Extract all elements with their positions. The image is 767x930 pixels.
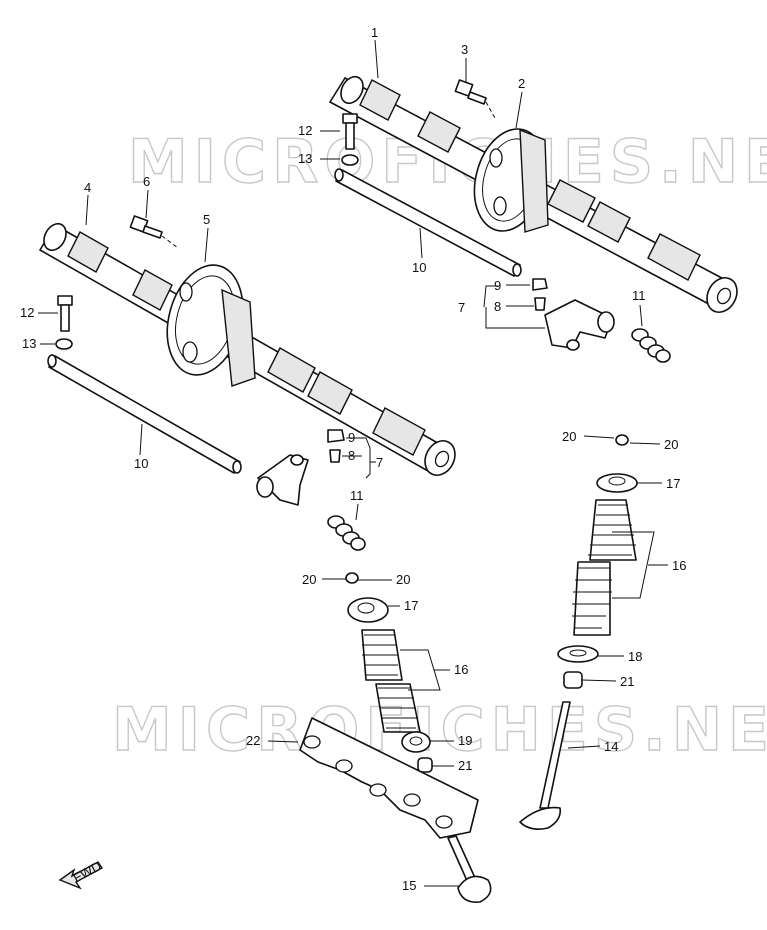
callout-11-upper: 11 — [632, 288, 646, 303]
callout-19: 19 — [458, 733, 472, 748]
rocker-arm-upper — [544, 299, 615, 351]
cam-sprocket-lower — [166, 264, 256, 387]
spring-item-11-upper — [631, 328, 671, 363]
callout-17-left: 17 — [404, 598, 418, 613]
valve-seal-item-21-right — [563, 671, 583, 689]
callout-9-upper: 9 — [494, 278, 501, 293]
callout-22: 22 — [246, 733, 260, 748]
callout-13-upper: 13 — [298, 151, 312, 166]
spring-seat-item-18 — [557, 645, 599, 663]
callout-13-lower: 13 — [22, 336, 36, 351]
callout-2: 2 — [518, 76, 525, 91]
bolt-item-3 — [454, 79, 497, 121]
watermark-bottom: MICROFICHES.NET — [112, 695, 767, 765]
screw-item-8-upper — [534, 297, 546, 311]
callout-14: 14 — [604, 739, 618, 754]
callout-5: 5 — [203, 212, 210, 227]
nut-item-9-upper — [532, 278, 548, 291]
cotter-item-20-left — [345, 572, 359, 584]
callout-7-upper: 7 — [458, 300, 465, 315]
callout-8-lower: 8 — [348, 448, 355, 463]
valve-spring-item-16-right — [572, 499, 637, 636]
callouts: 1 2 3 4 5 6 7 7 8 8 9 9 10 10 11 11 12 1… — [20, 25, 686, 893]
callout-17-right: 17 — [666, 476, 680, 491]
callout-9-lower: 9 — [348, 430, 355, 445]
nut-item-9-lower — [327, 429, 345, 443]
callout-8-upper: 8 — [494, 299, 501, 314]
callout-3: 3 — [461, 42, 468, 57]
cotter-item-20-right — [615, 434, 629, 446]
bolt-item-12-lower — [57, 295, 73, 332]
spring-retainer-item-17-right — [596, 473, 638, 493]
rocker-arm-lower — [256, 454, 309, 506]
callout-20-left-b: 20 — [396, 572, 410, 587]
rocker-shaft-upper — [334, 168, 522, 277]
spring-seat-item-19 — [401, 731, 431, 753]
leader-lines — [38, 39, 668, 887]
bolt-item-6 — [129, 215, 179, 249]
callout-16-left: 16 — [454, 662, 468, 677]
callout-15: 15 — [402, 878, 416, 893]
screw-item-8-lower — [329, 449, 341, 463]
fwd-arrow-icon: FWD — [58, 858, 104, 890]
gasket-item-22 — [299, 717, 479, 839]
callout-18: 18 — [628, 649, 642, 664]
callout-21-left: 21 — [458, 758, 472, 773]
valve-seal-item-21-left — [417, 757, 433, 773]
callout-4: 4 — [84, 180, 91, 195]
valve-item-15 — [447, 835, 492, 904]
spring-item-11-lower — [327, 515, 366, 551]
callout-20-right-a: 20 — [562, 429, 576, 444]
rocker-shaft-lower — [47, 354, 242, 474]
callout-1: 1 — [371, 25, 378, 40]
spring-retainer-item-17-left — [347, 597, 389, 623]
fwd-label: FWD — [71, 858, 104, 885]
callout-6: 6 — [143, 174, 150, 189]
washer-item-13-lower — [55, 338, 73, 350]
callout-12-upper: 12 — [298, 123, 312, 138]
callout-12-lower: 12 — [20, 305, 34, 320]
washer-item-13-upper — [341, 154, 359, 166]
valve-item-14 — [519, 701, 571, 830]
callout-10-lower: 10 — [134, 456, 148, 471]
bolt-item-12-upper — [342, 113, 358, 150]
cam-sprocket-upper — [473, 128, 549, 233]
callout-21-right: 21 — [620, 674, 634, 689]
callout-20-right-b: 20 — [664, 437, 678, 452]
callout-20-left-a: 20 — [302, 572, 316, 587]
callout-10-upper: 10 — [412, 260, 426, 275]
callout-7-lower: 7 — [376, 455, 383, 470]
callout-16-right: 16 — [672, 558, 686, 573]
callout-11-lower: 11 — [350, 488, 364, 503]
